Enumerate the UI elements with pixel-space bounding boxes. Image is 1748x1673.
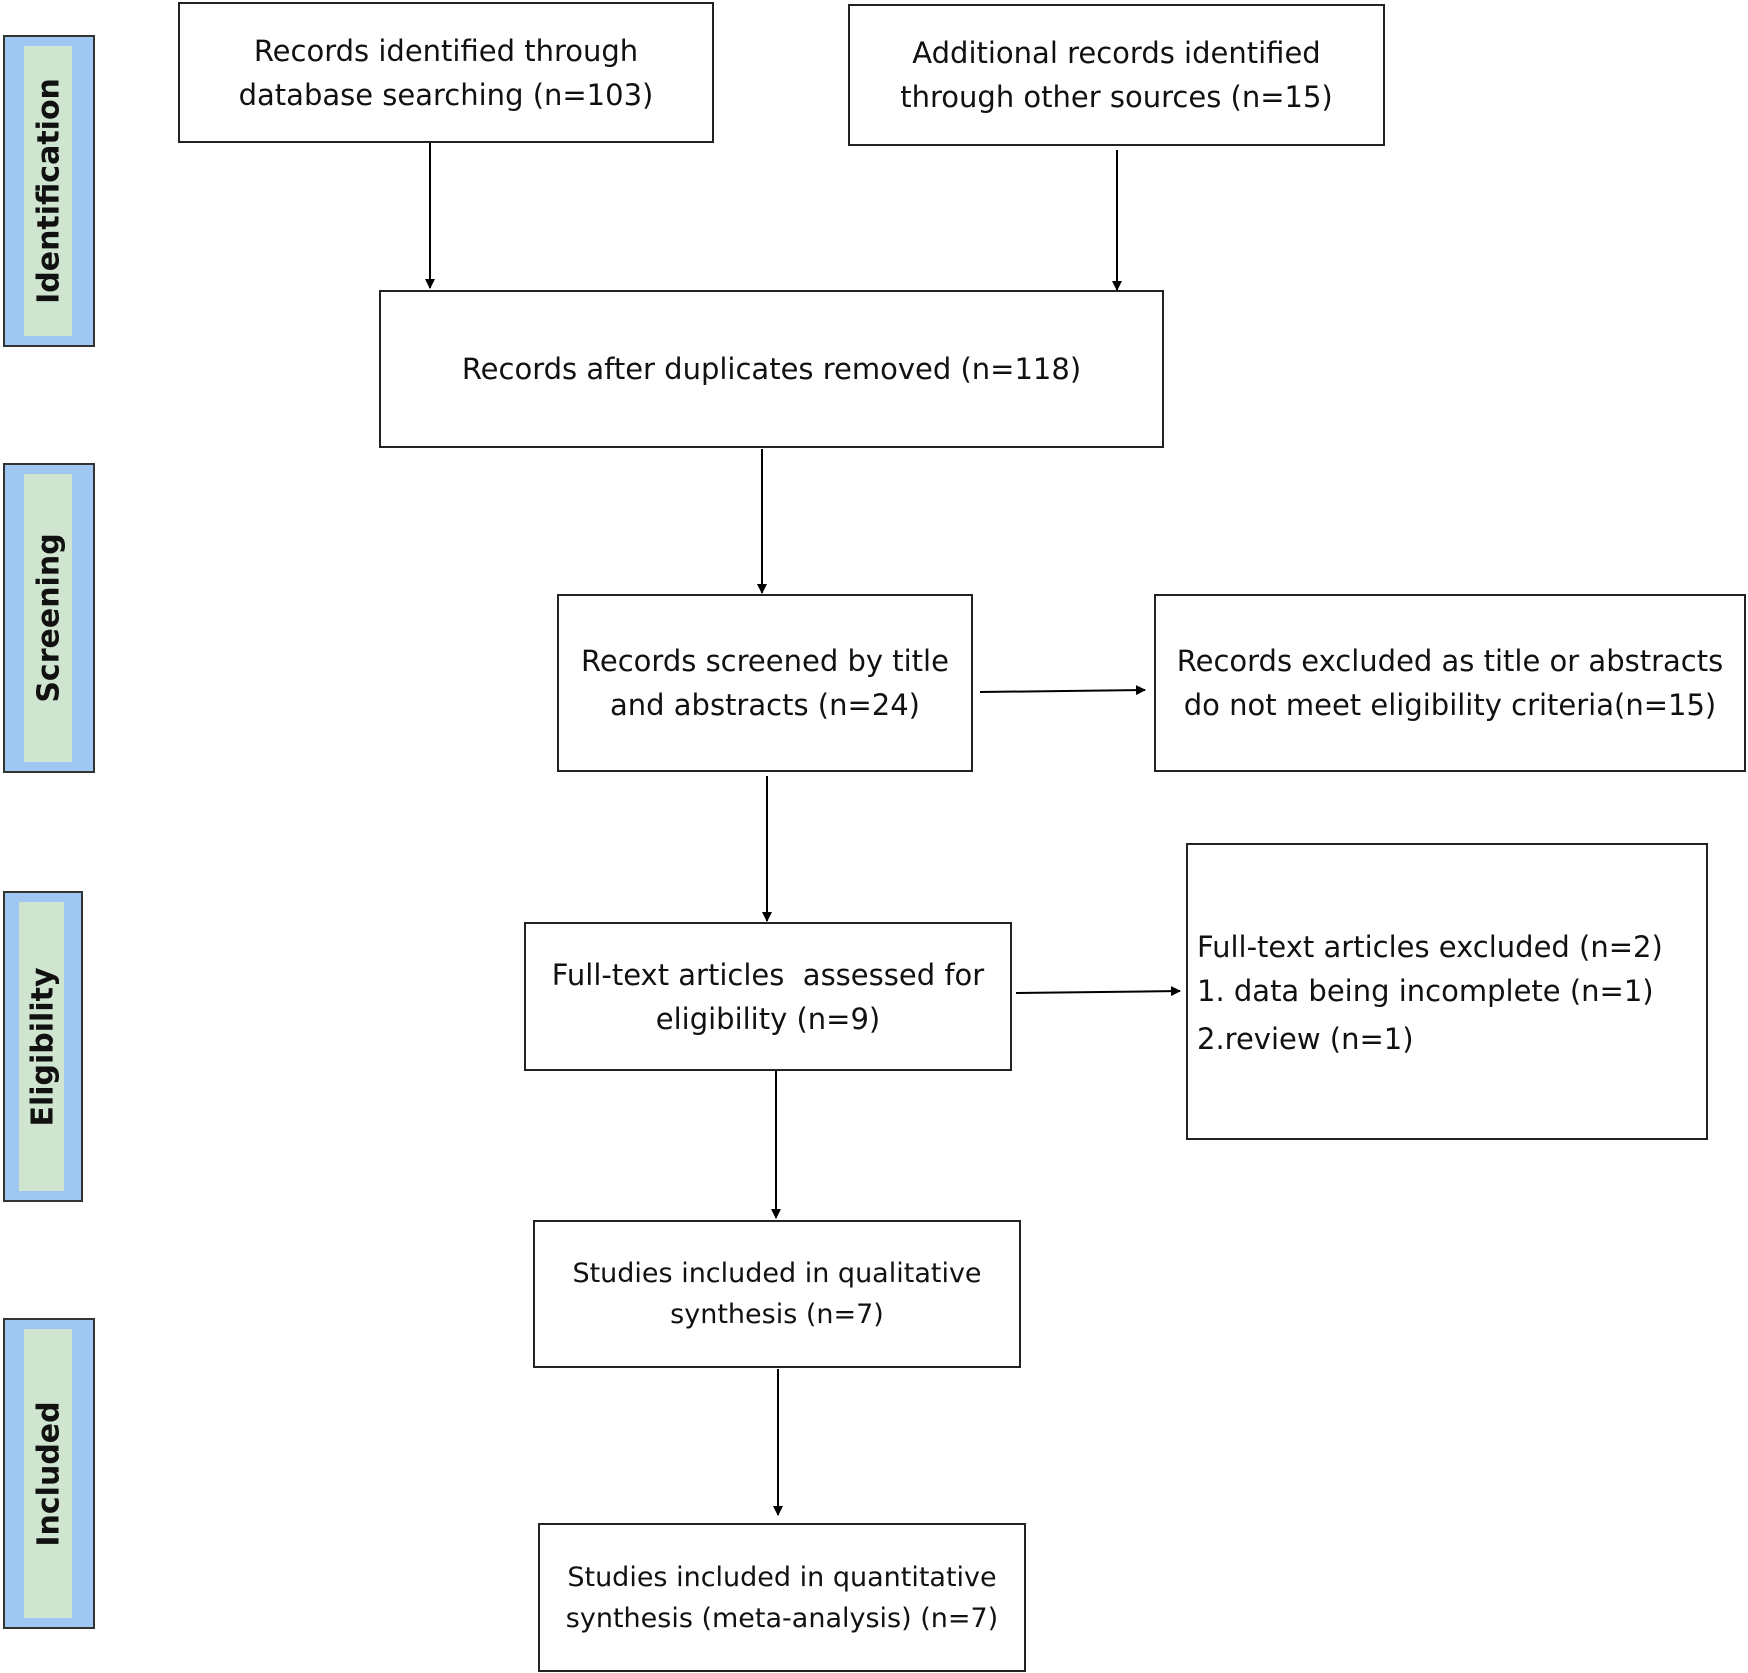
box-qualitative-synthesis: Studies included in qualitative synthesi… xyxy=(533,1220,1021,1368)
box-screened: Records screened by title and abstracts … xyxy=(557,594,973,772)
box-line: synthesis (meta-analysis) (n=7) xyxy=(565,1602,999,1634)
stage-inner xyxy=(19,902,64,1191)
box-line: Records after duplicates removed (n=118) xyxy=(461,352,1082,386)
box-line: 1. data being incomplete (n=1) xyxy=(1197,974,1654,1008)
stage-eligibility: Eligibility xyxy=(3,891,83,1202)
box-quantitative-synthesis: Studies included in quantitative synthes… xyxy=(538,1523,1026,1672)
box-line: do not meet eligibility criteria(n=15) xyxy=(1183,688,1717,722)
box-line: synthesis (n=7) xyxy=(670,1299,884,1330)
box-after-duplicates: Records after duplicates removed (n=118) xyxy=(379,290,1164,448)
box-line: Full-text articles excluded (n=2) xyxy=(1197,930,1663,964)
box-full-text-excluded: Full-text articles excluded (n=2) 1. dat… xyxy=(1186,843,1708,1140)
stage-inner xyxy=(24,474,72,762)
box-line: Records identified through xyxy=(253,33,639,68)
box-line: Full-text articles assessed for xyxy=(551,957,985,992)
box-line: through other sources (n=15) xyxy=(900,80,1333,114)
box-line: database searching (n=103) xyxy=(238,77,654,112)
box-line: eligibility (n=9) xyxy=(655,1001,881,1036)
stage-identification: Identification xyxy=(3,35,95,347)
box-full-text-assessed: Full-text articles assessed for eligibil… xyxy=(524,922,1012,1071)
box-line: Studies included in quantitative xyxy=(567,1561,997,1593)
box-line: Studies included in qualitative xyxy=(572,1258,982,1289)
stage-inner xyxy=(24,1329,72,1618)
box-line: Records screened by title xyxy=(581,644,949,678)
stage-included: Included xyxy=(3,1318,95,1629)
box-other-sources: Additional records identified through ot… xyxy=(848,4,1385,146)
box-line: Records excluded as title or abstracts xyxy=(1176,644,1724,678)
box-line: Additional records identified xyxy=(912,36,1321,70)
stage-screening: Screening xyxy=(3,463,95,773)
box-line: and abstracts (n=24) xyxy=(610,688,920,722)
box-line: 2.review (n=1) xyxy=(1197,1022,1414,1056)
box-database-searching: Records identified through database sear… xyxy=(178,2,714,143)
box-excluded-screening: Records excluded as title or abstracts d… xyxy=(1154,594,1746,772)
arrow-fulltext-to-excluded xyxy=(1015,986,1181,997)
arrow-screened-to-excluded xyxy=(979,685,1146,696)
stage-inner xyxy=(24,46,72,336)
